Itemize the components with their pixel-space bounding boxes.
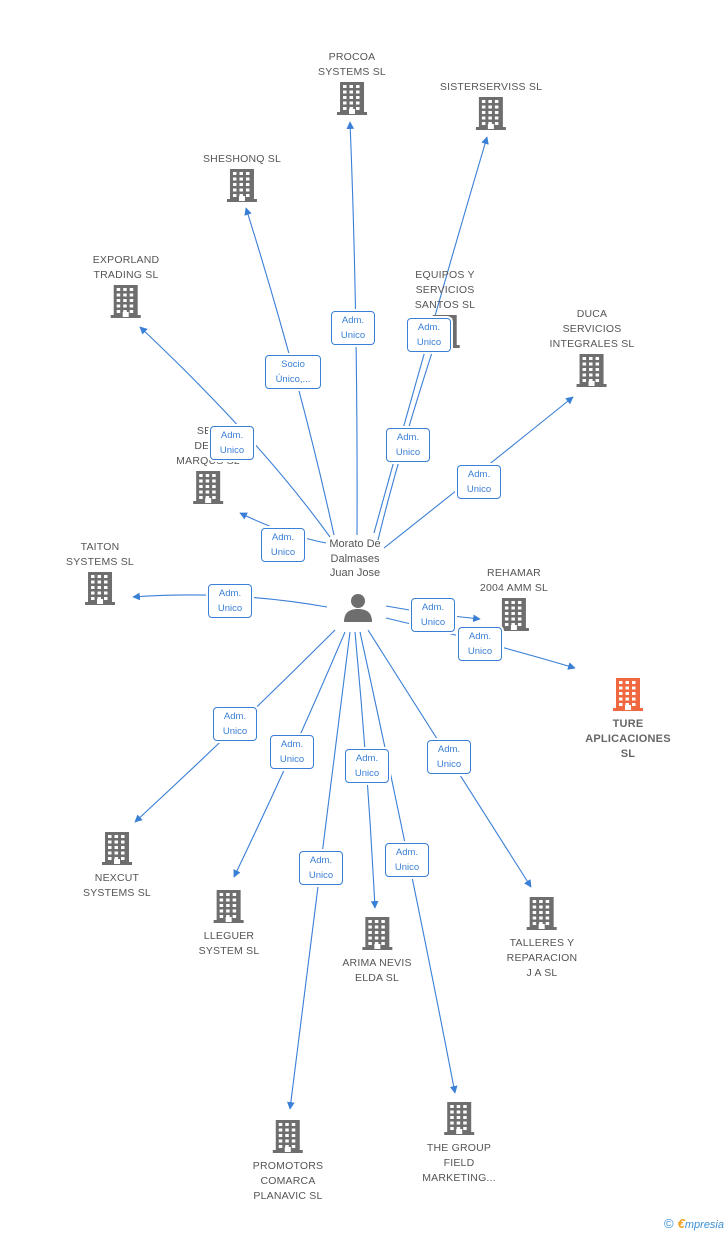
- edge-label-ser[interactable]: Adm. Unico: [261, 528, 305, 562]
- company-node-taiton[interactable]: TAITON SYSTEMS SL: [66, 540, 134, 611]
- building-icon[interactable]: [82, 570, 118, 611]
- company-label[interactable]: PROCOA SYSTEMS SL: [318, 51, 386, 78]
- building-icon[interactable]: [108, 283, 144, 324]
- company-label[interactable]: SHESHONQ SL: [202, 153, 282, 165]
- building-icon[interactable]: [574, 352, 610, 393]
- company-node-procoa[interactable]: PROCOA SYSTEMS SL: [318, 50, 386, 121]
- building-icon[interactable]: [473, 95, 509, 136]
- building-icon[interactable]: [190, 469, 226, 510]
- edge-label-sisterserviss[interactable]: Adm. Unico: [407, 318, 451, 352]
- edge-label-thegroup[interactable]: Adm. Unico: [385, 843, 429, 877]
- building-icon[interactable]: [99, 830, 135, 871]
- company-label[interactable]: REHAMAR 2004 AMM SL: [479, 567, 549, 594]
- company-label[interactable]: LLEGUER SYSTEM SL: [198, 930, 260, 957]
- footer-brand: © €mpresia: [664, 1216, 724, 1231]
- company-label[interactable]: TAITON SYSTEMS SL: [66, 541, 134, 568]
- edge-label-lleguer[interactable]: Adm. Unico: [270, 735, 314, 769]
- edge-label-arima[interactable]: Adm. Unico: [345, 749, 389, 783]
- building-icon[interactable]: [270, 1118, 306, 1159]
- company-node-exporland[interactable]: EXPORLAND TRADING SL: [93, 253, 160, 324]
- company-label[interactable]: ARIMA NEVIS ELDA SL: [342, 957, 412, 984]
- company-node-promotors[interactable]: PROMOTORS COMARCA PLANAVIC SL: [253, 1118, 323, 1204]
- building-icon[interactable]: [224, 167, 260, 208]
- company-label[interactable]: EXPORLAND TRADING SL: [92, 254, 160, 281]
- company-node-sisterserviss[interactable]: SISTERSERVISS SL: [440, 80, 542, 136]
- company-node-thegroup[interactable]: THE GROUP FIELD MARKETING...: [422, 1100, 496, 1186]
- brand-logo: €mpresia: [677, 1216, 724, 1231]
- company-label[interactable]: PROMOTORS COMARCA PLANAVIC SL: [252, 1160, 324, 1202]
- company-node-nexcut[interactable]: NEXCUT SYSTEMS SL: [83, 830, 151, 901]
- company-node-talleres[interactable]: TALLERES Y REPARACION J A SL: [507, 895, 578, 981]
- company-node-rehamar[interactable]: REHAMAR 2004 AMM SL: [480, 566, 548, 637]
- edge-label-ture[interactable]: Adm. Unico: [458, 627, 502, 661]
- building-icon[interactable]: [359, 915, 395, 956]
- company-label[interactable]: TALLERES Y REPARACION J A SL: [506, 937, 578, 979]
- edge-label-rehamar[interactable]: Adm. Unico: [411, 598, 455, 632]
- edge-label-promotors[interactable]: Adm. Unico: [299, 851, 343, 885]
- building-icon[interactable]: [610, 676, 646, 717]
- person-icon[interactable]: [340, 590, 376, 626]
- edge-label-taiton[interactable]: Adm. Unico: [208, 584, 252, 618]
- edge-label-sheshonq[interactable]: Socio Único,...: [265, 355, 321, 389]
- building-icon[interactable]: [496, 596, 532, 637]
- company-node-ture[interactable]: TURE APLICACIONES SL: [578, 676, 678, 762]
- company-node-sheshonq[interactable]: SHESHONQ SL: [203, 152, 281, 208]
- center-person-name[interactable]: Morato De Dalmases Juan Jose: [329, 538, 381, 579]
- building-icon[interactable]: [441, 1100, 477, 1141]
- edge-label-nexcut[interactable]: Adm. Unico: [213, 707, 257, 741]
- building-icon[interactable]: [524, 895, 560, 936]
- copyright-icon: ©: [664, 1216, 674, 1231]
- edge-label-equipos[interactable]: Adm. Unico: [386, 428, 430, 462]
- company-label[interactable]: TURE APLICACIONES SL: [585, 718, 671, 760]
- edge-label-talleres[interactable]: Adm. Unico: [427, 740, 471, 774]
- company-label[interactable]: EQUIPOS Y SERVICIOS SANTOS SL: [414, 269, 476, 311]
- edge-label-procoa[interactable]: Adm. Unico: [331, 311, 375, 345]
- company-node-lleguer[interactable]: LLEGUER SYSTEM SL: [199, 888, 260, 959]
- edge-label-exporland[interactable]: Adm. Unico: [210, 426, 254, 460]
- company-label[interactable]: DUCA SERVICIOS INTEGRALES SL: [549, 308, 635, 350]
- building-icon[interactable]: [211, 888, 247, 929]
- company-node-arima[interactable]: ARIMA NEVIS ELDA SL: [342, 915, 411, 986]
- company-label[interactable]: NEXCUT SYSTEMS SL: [83, 872, 151, 899]
- company-label[interactable]: THE GROUP FIELD MARKETING...: [422, 1142, 496, 1184]
- edge-label-duca[interactable]: Adm. Unico: [457, 465, 501, 499]
- company-label[interactable]: SISTERSERVISS SL: [439, 81, 543, 93]
- building-icon[interactable]: [334, 80, 370, 121]
- company-node-duca[interactable]: DUCA SERVICIOS INTEGRALES SL: [550, 307, 635, 393]
